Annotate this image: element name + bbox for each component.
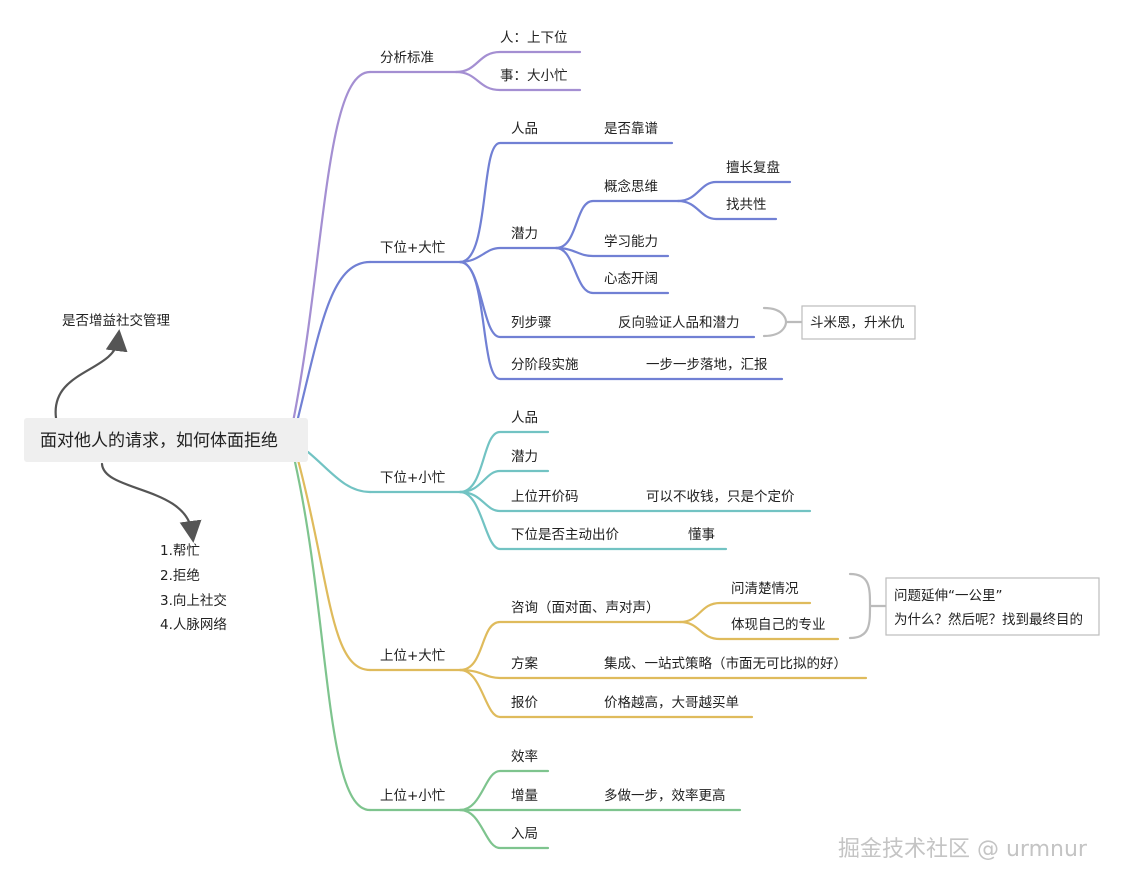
b4-callout-bracket [848, 572, 888, 640]
b1-child-2-line [454, 70, 582, 92]
b2-fenjieduan-detail[interactable]: 一步一步落地，汇报 [646, 357, 768, 373]
b4-zixun-child-2[interactable]: 体现自己的专业 [731, 617, 826, 633]
b3-label[interactable]: 下位+小忙 [380, 470, 445, 486]
b4-fangan-detail[interactable]: 集成、一站式策略（市面无可比拟的好） [604, 655, 847, 672]
b5-xiaolv[interactable]: 效率 [511, 748, 538, 765]
b4-callout-line-1: 问题延伸“一公里” [894, 588, 1003, 604]
b4-zixun[interactable]: 咨询（面对面、声对声） [511, 600, 660, 616]
b2-gainian-child-1[interactable]: 擅长复盘 [726, 159, 780, 176]
b2-fenjieduan[interactable]: 分阶段实施 [511, 357, 579, 373]
b4-zixun-line [458, 620, 682, 672]
b2-qianli[interactable]: 潜力 [511, 226, 538, 242]
b4-baojia[interactable]: 报价 [511, 695, 539, 711]
root-node-box[interactable] [24, 418, 308, 462]
arrow-to-note-bottom [100, 462, 202, 543]
root-node-label: 面对他人的请求，如何体面拒绝 [40, 431, 278, 451]
note-bottom-item-3: 3.向上社交 [160, 592, 227, 609]
b4-zixun-child-1[interactable]: 问清楚情况 [731, 581, 799, 597]
b5-ruju-line [458, 808, 550, 850]
b4-zixun-child-2-line [678, 620, 840, 641]
connector-root-b5 [293, 460, 372, 812]
b3-renpin-line [458, 430, 550, 494]
b2-label[interactable]: 下位+大忙 [380, 240, 445, 256]
b2-qianli-line [458, 246, 558, 264]
b2-xuexi[interactable]: 学习能力 [604, 234, 658, 250]
watermark: 掘金技术社区 @ urmnur [838, 837, 1088, 862]
b3-chujia-detail[interactable]: 懂事 [688, 527, 715, 543]
connector-root-b4 [296, 458, 372, 672]
b2-xintai[interactable]: 心态开阔 [604, 271, 658, 287]
b5-xiaolv-line [458, 769, 550, 812]
b1-child-1[interactable]: 人：上下位 [500, 30, 568, 46]
b4-baojia-detail[interactable]: 价格越高，大哥越买单 [604, 694, 739, 711]
b2-renpin-line [458, 141, 674, 264]
b3-qianli-line [458, 469, 550, 494]
b2-gainian-child-2-line [676, 199, 778, 221]
b1-label[interactable]: 分析标准 [380, 50, 434, 66]
b3-kaijia-detail[interactable]: 可以不收钱，只是个定价 [646, 489, 795, 505]
arrow-to-note-top [54, 329, 128, 420]
note-bottom-item-2: 2.拒绝 [160, 568, 200, 584]
connector-root-b3 [306, 450, 372, 494]
b4-fangan[interactable]: 方案 [511, 655, 539, 672]
b5-zengliang[interactable]: 增量 [511, 788, 538, 804]
b3-renpin[interactable]: 人品 [511, 410, 538, 426]
b3-chujia-line [458, 490, 728, 551]
b5-label[interactable]: 上位+小忙 [380, 788, 445, 804]
b3-qianli[interactable]: 潜力 [511, 449, 538, 465]
connector-root-b2 [295, 260, 372, 424]
b4-callout-line-2: 为什么？然后呢？找到最终目的 [894, 611, 1083, 628]
b2-liebuzhou-detail[interactable]: 反向验证人品和潜力 [618, 315, 740, 331]
b2-gainian[interactable]: 概念思维 [604, 178, 658, 195]
b2-liebuzhou[interactable]: 列步骤 [511, 315, 552, 331]
b3-chujia[interactable]: 下位是否主动出价 [511, 527, 619, 543]
b4-zixun-child-1-line [678, 601, 812, 624]
b1-child-2[interactable]: 事：大小忙 [500, 68, 568, 84]
b1-child-1-line [454, 50, 582, 74]
b5-ruju[interactable]: 入局 [511, 826, 538, 842]
b2-xintai-line [554, 246, 670, 295]
note-top: 是否增益社交管理 [62, 312, 170, 329]
connector-root-b1 [291, 70, 372, 424]
b4-label[interactable]: 上位+大忙 [380, 648, 445, 664]
b2-callout-text: 斗米恩，升米仇 [810, 315, 905, 331]
b2-fenjieduan-line [458, 260, 784, 381]
note-bottom-item-4: 4.人脉网络 [160, 617, 227, 633]
b2-callout-bracket [762, 306, 804, 338]
b2-renpin-detail[interactable]: 是否靠谱 [604, 121, 658, 137]
note-bottom-item-1: 1.帮忙 [160, 543, 200, 559]
b2-gainian-child-2[interactable]: 找共性 [726, 197, 767, 213]
b4-baojia-line [458, 668, 754, 719]
b2-gainian-child-1-line [676, 180, 792, 203]
b2-renpin[interactable]: 人品 [511, 121, 538, 137]
b2-gainian-line [554, 199, 680, 250]
b2-callout-box[interactable] [801, 305, 916, 340]
b5-zengliang-detail[interactable]: 多做一步，效率更高 [604, 787, 726, 804]
b4-callout-box[interactable] [885, 577, 1100, 636]
b3-kaijia[interactable]: 上位开价码 [511, 489, 579, 505]
